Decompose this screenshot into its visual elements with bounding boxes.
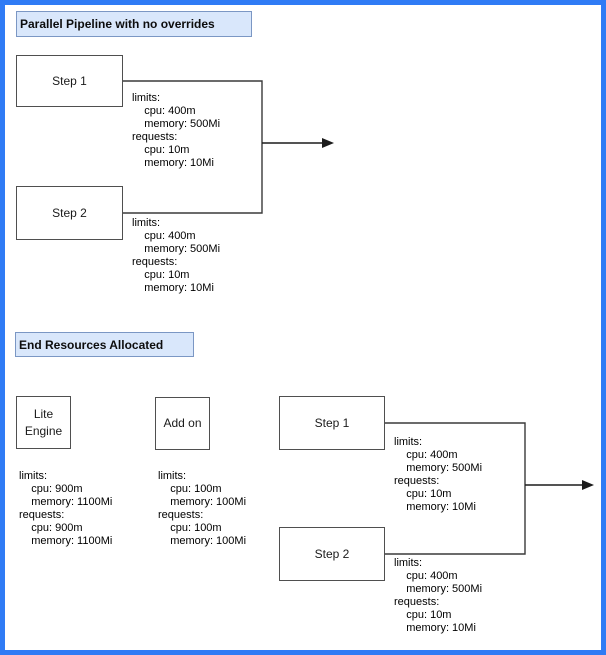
node-label-lite-engine: Lite Engine [24, 406, 63, 438]
bottom-arrowhead-icon [582, 480, 594, 490]
node-add-on: Add on [155, 397, 210, 450]
node-top-step-1: Step 1 [16, 55, 123, 107]
section-title-parallel-pipeline: Parallel Pipeline with no overrides [16, 11, 252, 37]
node-bottom-step-2: Step 2 [279, 527, 385, 581]
resource-text-add-on: limits: cpu: 100m memory: 100Mi requests… [158, 470, 247, 547]
node-bottom-step-1: Step 1 [279, 396, 385, 450]
top-bracket-connector [123, 80, 263, 214]
bottom-bracket-connector [385, 422, 526, 555]
resource-text-bottom-step-2: limits: cpu: 400m memory: 500Mi requests… [394, 557, 483, 634]
node-label-top-step-1: Step 1 [52, 73, 87, 88]
node-label-bottom-step-1: Step 1 [314, 415, 350, 430]
resource-text-top-step-1: limits: cpu: 400m memory: 500Mi requests… [132, 92, 221, 169]
section-title-end-resources: End Resources Allocated [15, 332, 194, 357]
node-label-add-on: Add on [163, 416, 202, 430]
node-label-top-step-2: Step 2 [52, 205, 87, 220]
node-top-step-2: Step 2 [16, 186, 123, 240]
node-label-bottom-step-2: Step 2 [314, 546, 350, 561]
node-lite-engine: Lite Engine [16, 396, 71, 449]
resource-text-bottom-step-1: limits: cpu: 400m memory: 500Mi requests… [394, 436, 483, 513]
resource-text-lite-engine: limits: cpu: 900m memory: 1100Mi request… [19, 470, 113, 547]
resource-text-top-step-2: limits: cpu: 400m memory: 500Mi requests… [132, 217, 221, 294]
top-arrowhead-icon [322, 138, 334, 148]
